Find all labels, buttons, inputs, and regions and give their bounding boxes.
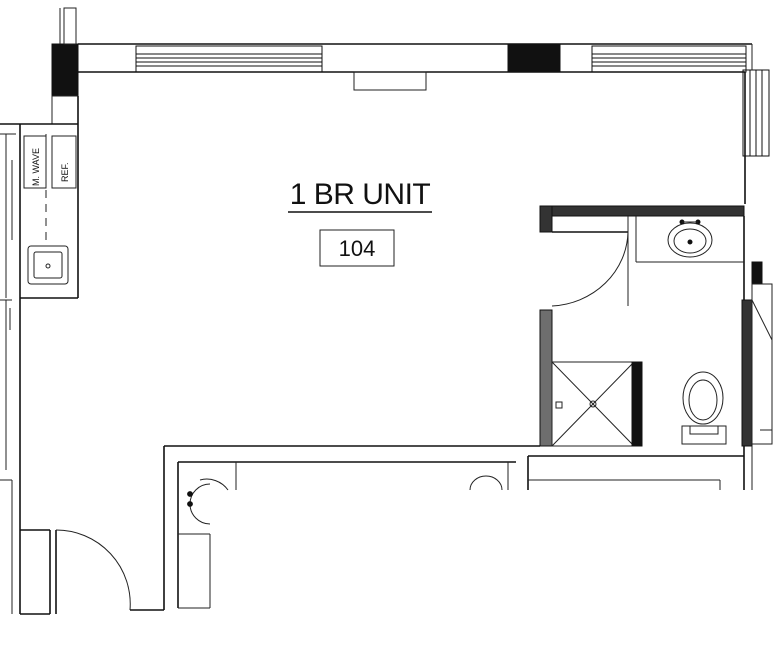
refrigerator-label: REF. bbox=[60, 162, 70, 182]
bathroom-door-swing bbox=[551, 231, 629, 307]
kitchen-counter: M. WAVE REF. bbox=[0, 96, 79, 299]
microwave-label: M. WAVE bbox=[31, 148, 41, 186]
unit-title: 1 BR UNIT bbox=[290, 178, 431, 211]
unit-label: 1 BR UNIT 104 bbox=[288, 178, 432, 267]
entry-door bbox=[55, 529, 164, 614]
bathroom-wall bbox=[539, 205, 745, 217]
room-number: 104 bbox=[339, 236, 376, 261]
window-top-left bbox=[135, 45, 323, 73]
refrigerator bbox=[51, 135, 77, 189]
bathroom bbox=[527, 205, 773, 490]
microwave bbox=[23, 135, 47, 189]
window-top-right bbox=[591, 45, 747, 73]
left-exterior-wall bbox=[0, 298, 51, 615]
right-exterior-wall bbox=[742, 44, 770, 204]
room-number-box bbox=[319, 229, 395, 267]
kitchen-sink bbox=[27, 245, 69, 285]
bathroom-sink bbox=[667, 222, 713, 258]
lower-interior-wall bbox=[163, 445, 540, 610]
toilet bbox=[681, 371, 727, 445]
structural-column bbox=[507, 43, 561, 73]
hvac-unit bbox=[353, 71, 427, 91]
structural-column bbox=[51, 43, 79, 97]
